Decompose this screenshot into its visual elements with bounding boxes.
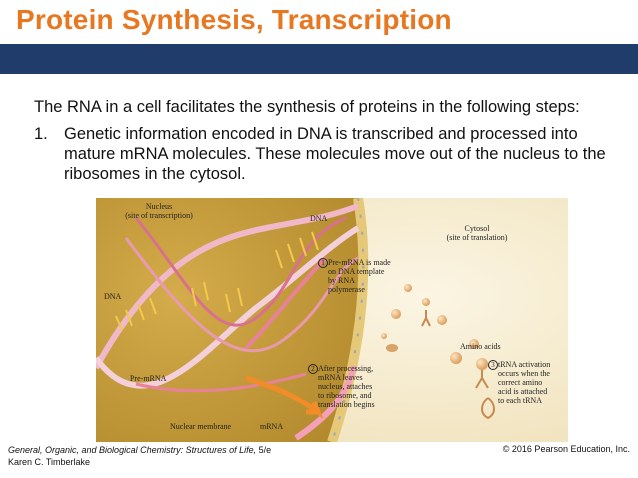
pre-mrna-strand <box>244 256 328 350</box>
dna-strand <box>134 216 347 327</box>
author: Karen C. Timberlake <box>8 457 91 467</box>
export-arrow <box>245 375 324 420</box>
nuclear-membrane-label: Nuclear membrane <box>170 422 232 431</box>
footer-citation: General, Organic, and Biological Chemist… <box>8 444 271 468</box>
mrna-strand <box>294 365 357 441</box>
step-1-marker: 1 <box>318 258 328 268</box>
title-bar <box>0 44 638 74</box>
cytosol-label: Cytosol (site of translation) <box>446 224 508 242</box>
step-2-marker: 2 <box>308 364 318 374</box>
trna-molecules <box>421 310 495 420</box>
base-pairs <box>115 231 319 331</box>
pre-mrna-label: Pre-mRNA <box>130 374 167 383</box>
transcription-figure: Nucleus (site of transcription) DNA DNA … <box>93 197 568 444</box>
step-3-marker: 3 <box>488 360 498 370</box>
step-2-caption: After processing, mRNA leaves nucleus, a… <box>318 364 375 409</box>
ribosome <box>386 344 398 352</box>
amino-acids <box>381 284 479 364</box>
copyright: © 2016 Pearson Education, Inc. <box>502 444 630 454</box>
pre-mrna-strand <box>135 372 307 393</box>
step-1-caption: Pre-mRNA is made on DNA template by RNA … <box>328 258 391 294</box>
step-text: Genetic information encoded in DNA is tr… <box>64 125 606 183</box>
book-title: General, Organic, and Biological Chemist… <box>8 445 257 455</box>
dna-strand <box>93 203 360 370</box>
step-3-caption: tRNA activation occurs when the correct … <box>498 360 551 405</box>
nuclear-membrane <box>327 197 369 444</box>
nucleus-label: Nucleus (site of transcription) <box>125 202 193 220</box>
intro-text: The RNA in a cell facilitates the synthe… <box>34 98 580 116</box>
dna-strand <box>124 237 359 352</box>
step-number: 1. <box>34 125 48 143</box>
amino-acids-label: Amino acids <box>460 342 501 351</box>
slide-title: Protein Synthesis, Transcription <box>16 4 452 35</box>
transcription-illustration <box>93 197 568 444</box>
dna-top-label: DNA <box>310 214 328 223</box>
mrna-label: mRNA <box>260 422 284 431</box>
book-edition: 5/e <box>256 445 272 455</box>
dna-left-label: DNA <box>104 292 122 301</box>
